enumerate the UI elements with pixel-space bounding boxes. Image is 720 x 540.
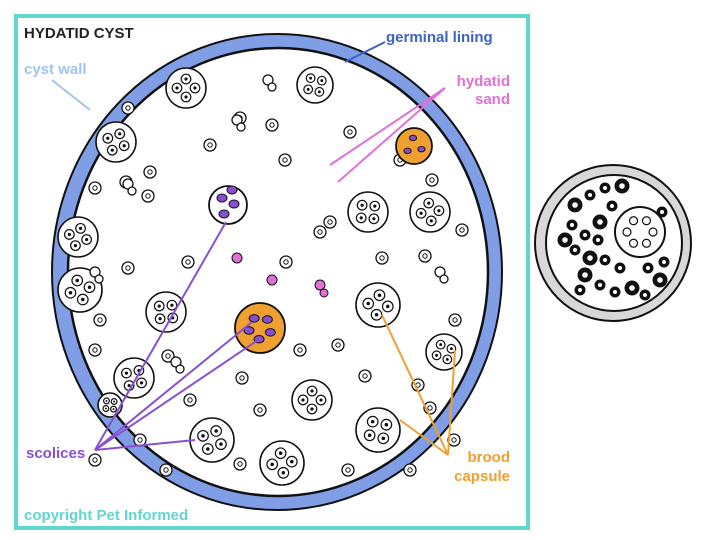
scolex-icon	[280, 256, 292, 268]
brood-capsule-icon	[96, 122, 136, 162]
hydatid-sand-icon	[267, 275, 277, 285]
brood-capsule-icon	[166, 68, 206, 108]
copyright-label: copyright Pet Informed	[24, 507, 188, 524]
brood-capsule-icon	[297, 67, 333, 103]
scolex-icon	[404, 464, 416, 476]
hydatid-sand-label-line1: hydatid	[457, 73, 510, 90]
scolex-icon	[376, 252, 388, 264]
diagram-title: HYDATID CYST	[24, 25, 134, 42]
brood-capsule-icon	[260, 441, 304, 485]
scolex-icon	[314, 226, 326, 238]
scolex-icon	[184, 394, 196, 406]
brood-capsule-label-line2: capsule	[454, 468, 510, 485]
hydatid-sand-icon	[232, 253, 242, 263]
scolex-icon	[122, 262, 134, 274]
scolices-label: scolices	[26, 445, 85, 462]
brood-capsule-icon	[356, 283, 400, 327]
brood-capsule-highlight-small	[396, 128, 432, 164]
brood-capsule-icon	[98, 393, 122, 417]
scolex-icon	[456, 224, 468, 236]
scolex-icon	[144, 166, 156, 178]
scolex-icon	[359, 370, 371, 382]
scolex-icon	[324, 216, 336, 228]
cyst-wall-label: cyst wall	[24, 61, 87, 78]
scolex-icon	[234, 458, 246, 470]
hydatid-sand-label-line2: sand	[475, 91, 510, 108]
scolices-highlight-capsule	[209, 186, 247, 224]
scolex-icon	[94, 314, 106, 326]
scolex-icon	[294, 344, 306, 356]
cross-section-icon	[535, 165, 691, 321]
scolex-icon	[89, 454, 101, 466]
scolex-icon	[342, 464, 354, 476]
germinal-lining-label: germinal lining	[386, 29, 493, 46]
scolex-icon	[266, 119, 278, 131]
scolex-icon	[89, 344, 101, 356]
scolex-icon	[142, 190, 154, 202]
brood-capsule-icon	[410, 192, 450, 232]
brood-capsule-icon	[348, 192, 388, 232]
brood-capsule-label-line1: brood	[468, 449, 511, 466]
brood-capsule-icon	[426, 334, 462, 370]
scolex-icon	[344, 126, 356, 138]
scolex-icon	[236, 372, 248, 384]
scolex-icon	[279, 154, 291, 166]
scolex-icon	[122, 102, 134, 114]
scolex-icon	[419, 250, 431, 262]
brood-capsule-icon	[58, 217, 98, 257]
brood-capsule-highlight-large	[235, 303, 285, 353]
scolex-icon	[449, 314, 461, 326]
scolex-icon	[332, 339, 344, 351]
brood-capsule-icon	[292, 380, 332, 420]
scolex-icon	[426, 174, 438, 186]
brood-capsule-icon	[190, 418, 234, 462]
scolex-icon	[254, 404, 266, 416]
brood-capsule-icon	[114, 358, 154, 398]
brood-capsule-icon	[356, 408, 400, 452]
scolex-icon	[160, 464, 172, 476]
scolex-icon	[182, 256, 194, 268]
scolex-icon	[89, 182, 101, 194]
scolex-icon	[204, 139, 216, 151]
